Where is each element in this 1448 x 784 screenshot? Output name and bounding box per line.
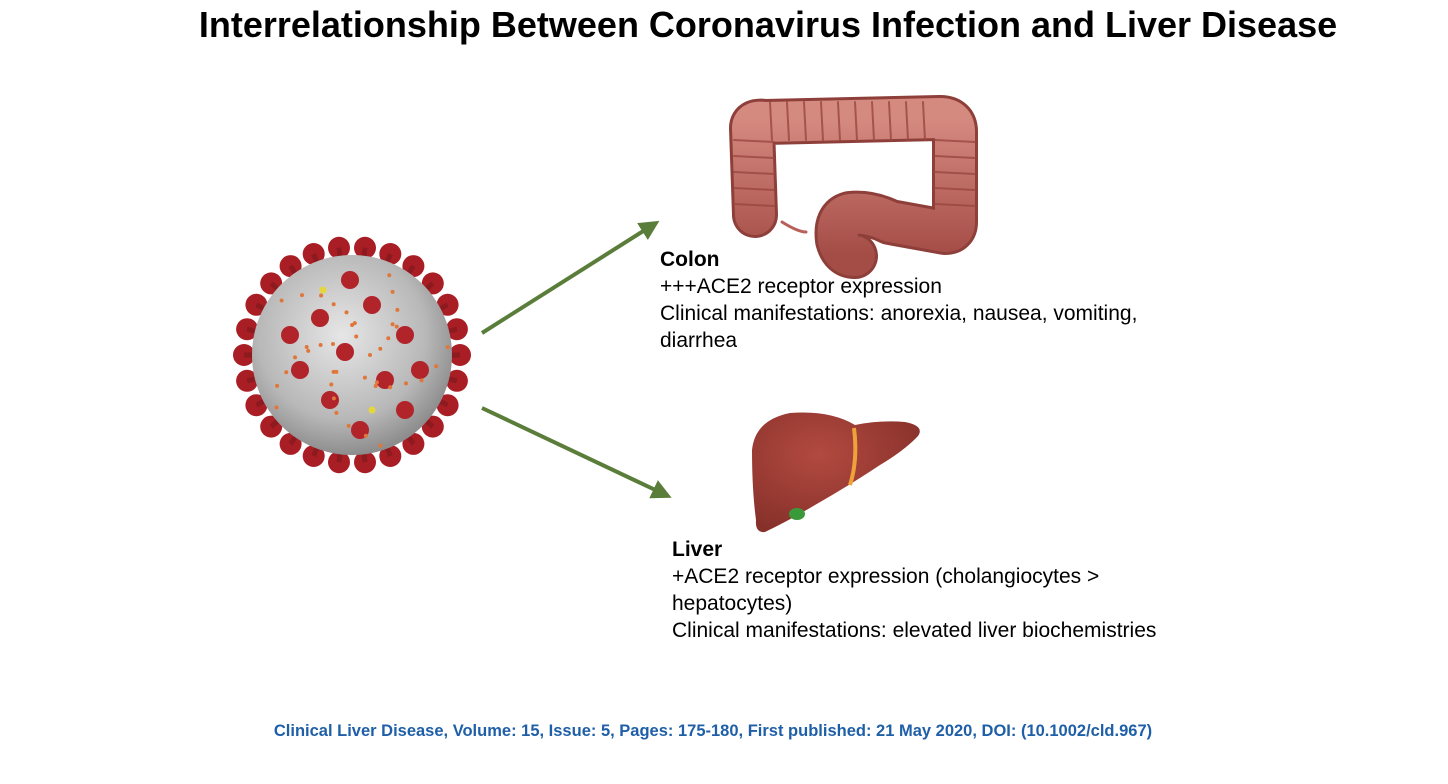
colon-line: Clinical manifestations: anorexia, nause… [660,302,1138,325]
coronavirus-icon [233,236,471,474]
liver-line: Clinical manifestations: elevated liver … [672,619,1157,642]
colon-description: Colon +++ACE2 receptor expression Clinic… [660,246,1240,354]
liver-icon [752,412,920,533]
diagram-title: Interrelationship Between Coronavirus In… [198,4,1338,45]
colon-line: diarrhea [660,329,738,352]
colon-line: +++ACE2 receptor expression [660,275,942,298]
arrow-to-colon [480,220,660,335]
liver-line: +ACE2 receptor expression (cholangiocyte… [672,565,1100,588]
liver-heading: Liver [672,538,723,561]
colon-icon [729,95,978,279]
liver-description: Liver +ACE2 receptor expression (cholang… [672,536,1252,644]
citation: Clinical Liver Disease, Volume: 15, Issu… [273,722,1153,740]
colon-heading: Colon [660,248,720,271]
arrow-to-liver [481,406,672,499]
liver-line: hepatocytes) [672,592,793,615]
